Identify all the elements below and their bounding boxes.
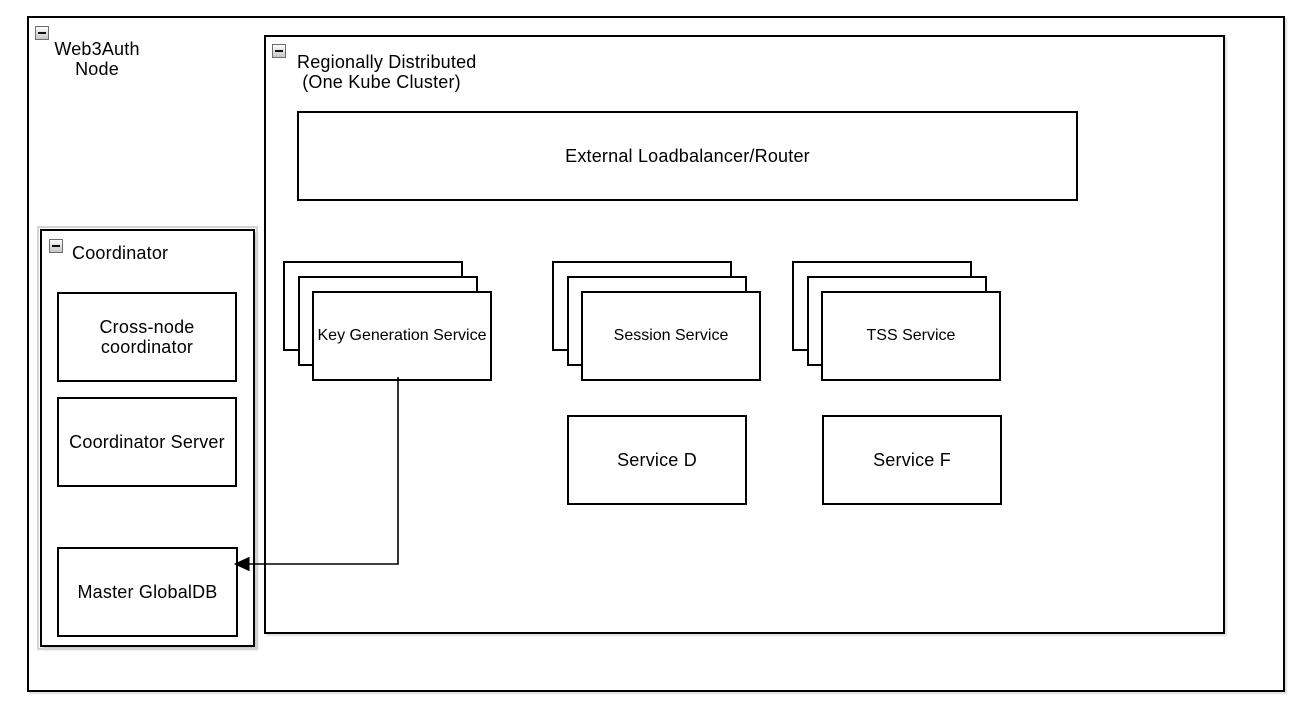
web3auth-node-title: Web3Auth Node bbox=[54, 39, 140, 79]
box-label: External Loadbalancer/Router bbox=[565, 146, 810, 166]
box-coordinator-server[interactable]: Coordinator Server bbox=[57, 397, 237, 487]
box-external-loadbalancer[interactable]: External Loadbalancer/Router bbox=[297, 111, 1078, 201]
stack-front-box[interactable]: Key Generation Service bbox=[312, 291, 492, 381]
container-kube-cluster[interactable]: Regionally Distributed (One Kube Cluster… bbox=[264, 35, 1225, 634]
minus-glyph bbox=[38, 32, 46, 34]
box-cross-node-coordinator[interactable]: Cross-node coordinator bbox=[57, 292, 237, 382]
box-service-d[interactable]: Service D bbox=[567, 415, 747, 505]
box-label: Key Generation Service bbox=[317, 327, 487, 344]
coordinator-title: Coordinator bbox=[72, 243, 169, 263]
box-service-f[interactable]: Service F bbox=[822, 415, 1002, 505]
container-coordinator[interactable]: Coordinator Cross-node coordinator Coord… bbox=[37, 226, 258, 650]
collapse-minus-icon[interactable] bbox=[49, 239, 63, 253]
stack-front-box[interactable]: TSS Service bbox=[821, 291, 1001, 381]
box-label: Master GlobalDB bbox=[77, 582, 218, 602]
box-label: Session Service bbox=[613, 327, 729, 344]
kube-cluster-title: Regionally Distributed (One Kube Cluster… bbox=[297, 52, 477, 92]
stack-tss-service[interactable]: TSS Service bbox=[792, 261, 1001, 381]
box-label: Service F bbox=[873, 450, 951, 470]
stack-key-generation-service[interactable]: Key Generation Service bbox=[283, 261, 492, 381]
minus-glyph bbox=[52, 245, 60, 247]
collapse-minus-icon[interactable] bbox=[35, 26, 49, 40]
box-master-globaldb[interactable]: Master GlobalDB bbox=[57, 547, 238, 637]
box-label: TSS Service bbox=[866, 327, 956, 344]
box-label: Coordinator Server bbox=[69, 432, 225, 452]
stack-front-box[interactable]: Session Service bbox=[581, 291, 761, 381]
minus-glyph bbox=[275, 50, 283, 52]
stack-session-service[interactable]: Session Service bbox=[552, 261, 761, 381]
collapse-minus-icon[interactable] bbox=[272, 44, 286, 58]
box-label: Service D bbox=[617, 450, 697, 470]
box-label: Cross-node coordinator bbox=[99, 317, 195, 357]
container-web3auth-node[interactable]: Web3Auth Node Coordinator Cross-node coo… bbox=[27, 16, 1285, 692]
